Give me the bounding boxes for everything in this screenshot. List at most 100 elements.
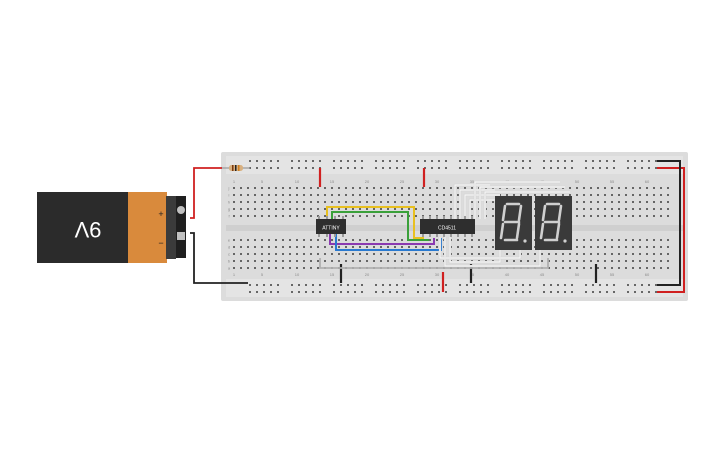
breadboard-hole[interactable]	[653, 253, 655, 255]
rail-hole[interactable]	[501, 160, 503, 162]
breadboard-hole[interactable]	[604, 208, 606, 210]
breadboard-hole[interactable]	[506, 253, 508, 255]
breadboard-hole[interactable]	[611, 208, 613, 210]
rail-hole[interactable]	[354, 291, 356, 293]
breadboard-hole[interactable]	[359, 194, 361, 196]
breadboard-hole[interactable]	[401, 239, 403, 241]
rail-hole[interactable]	[641, 284, 643, 286]
breadboard-hole[interactable]	[632, 187, 634, 189]
breadboard-hole[interactable]	[268, 208, 270, 210]
rail-hole[interactable]	[389, 291, 391, 293]
breadboard-hole[interactable]	[646, 201, 648, 203]
breadboard-hole[interactable]	[275, 246, 277, 248]
breadboard-hole[interactable]	[303, 187, 305, 189]
breadboard-hole[interactable]	[646, 246, 648, 248]
breadboard-hole[interactable]	[247, 246, 249, 248]
rail-hole[interactable]	[648, 160, 650, 162]
breadboard-hole[interactable]	[429, 194, 431, 196]
breadboard-hole[interactable]	[653, 215, 655, 217]
breadboard-hole[interactable]	[345, 208, 347, 210]
rail-hole[interactable]	[417, 167, 419, 169]
wire-battery-negative[interactable]	[190, 232, 248, 284]
breadboard-hole[interactable]	[233, 239, 235, 241]
rail-hole[interactable]	[508, 167, 510, 169]
breadboard-hole[interactable]	[450, 201, 452, 203]
breadboard-hole[interactable]	[471, 246, 473, 248]
rail-hole[interactable]	[256, 284, 258, 286]
rail-hole[interactable]	[529, 160, 531, 162]
breadboard-hole[interactable]	[282, 260, 284, 262]
rail-hole[interactable]	[592, 167, 594, 169]
rail-hole[interactable]	[389, 160, 391, 162]
breadboard-hole[interactable]	[380, 260, 382, 262]
breadboard-hole[interactable]	[632, 194, 634, 196]
rail-hole[interactable]	[627, 291, 629, 293]
rail-hole[interactable]	[312, 284, 314, 286]
rail-hole[interactable]	[480, 284, 482, 286]
breadboard-hole[interactable]	[436, 194, 438, 196]
rail-hole[interactable]	[599, 291, 601, 293]
breadboard-hole[interactable]	[240, 267, 242, 269]
breadboard-hole[interactable]	[541, 260, 543, 262]
breadboard-hole[interactable]	[387, 260, 389, 262]
breadboard-hole[interactable]	[611, 260, 613, 262]
breadboard-hole[interactable]	[261, 208, 263, 210]
breadboard-hole[interactable]	[632, 267, 634, 269]
breadboard-hole[interactable]	[317, 201, 319, 203]
breadboard-hole[interactable]	[338, 201, 340, 203]
breadboard-hole[interactable]	[317, 267, 319, 269]
breadboard-hole[interactable]	[408, 194, 410, 196]
breadboard-hole[interactable]	[261, 194, 263, 196]
breadboard-hole[interactable]	[590, 215, 592, 217]
rail-hole[interactable]	[347, 291, 349, 293]
breadboard-hole[interactable]	[324, 239, 326, 241]
breadboard-hole[interactable]	[268, 201, 270, 203]
wire-white[interactable]	[479, 186, 565, 219]
breadboard-hole[interactable]	[464, 239, 466, 241]
rail-hole[interactable]	[396, 167, 398, 169]
breadboard-hole[interactable]	[583, 260, 585, 262]
rail-hole[interactable]	[340, 160, 342, 162]
breadboard-hole[interactable]	[492, 201, 494, 203]
rail-hole[interactable]	[613, 160, 615, 162]
breadboard-hole[interactable]	[429, 246, 431, 248]
rail-bridge-wires[interactable]	[657, 160, 685, 293]
breadboard-hole[interactable]	[632, 260, 634, 262]
breadboard-hole[interactable]	[632, 253, 634, 255]
rail-hole[interactable]	[501, 291, 503, 293]
breadboard-hole[interactable]	[303, 215, 305, 217]
breadboard-hole[interactable]	[485, 246, 487, 248]
breadboard-hole[interactable]	[422, 260, 424, 262]
breadboard-hole[interactable]	[408, 208, 410, 210]
breadboard-hole[interactable]	[247, 215, 249, 217]
breadboard-hole[interactable]	[583, 187, 585, 189]
breadboard-hole[interactable]	[646, 208, 648, 210]
breadboard-hole[interactable]	[247, 201, 249, 203]
rail-hole[interactable]	[564, 284, 566, 286]
breadboard-hole[interactable]	[296, 187, 298, 189]
rail-hole[interactable]	[550, 291, 552, 293]
breadboard-hole[interactable]	[436, 187, 438, 189]
rail-hole[interactable]	[473, 160, 475, 162]
breadboard-hole[interactable]	[303, 208, 305, 210]
breadboard-hole[interactable]	[254, 215, 256, 217]
breadboard-hole[interactable]	[436, 201, 438, 203]
breadboard-hole[interactable]	[289, 267, 291, 269]
breadboard-hole[interactable]	[345, 239, 347, 241]
rail-hole[interactable]	[529, 284, 531, 286]
breadboard-hole[interactable]	[282, 208, 284, 210]
breadboard-hole[interactable]	[618, 246, 620, 248]
breadboard-hole[interactable]	[639, 201, 641, 203]
breadboard-hole[interactable]	[625, 267, 627, 269]
breadboard-hole[interactable]	[345, 246, 347, 248]
breadboard-hole[interactable]	[618, 201, 620, 203]
breadboard-hole[interactable]	[639, 267, 641, 269]
breadboard-hole[interactable]	[359, 260, 361, 262]
rail-hole[interactable]	[305, 284, 307, 286]
rail-hole[interactable]	[634, 160, 636, 162]
breadboard-hole[interactable]	[590, 187, 592, 189]
breadboard-hole[interactable]	[660, 187, 662, 189]
breadboard-hole[interactable]	[576, 253, 578, 255]
breadboard-hole[interactable]	[380, 253, 382, 255]
breadboard-hole[interactable]	[478, 246, 480, 248]
